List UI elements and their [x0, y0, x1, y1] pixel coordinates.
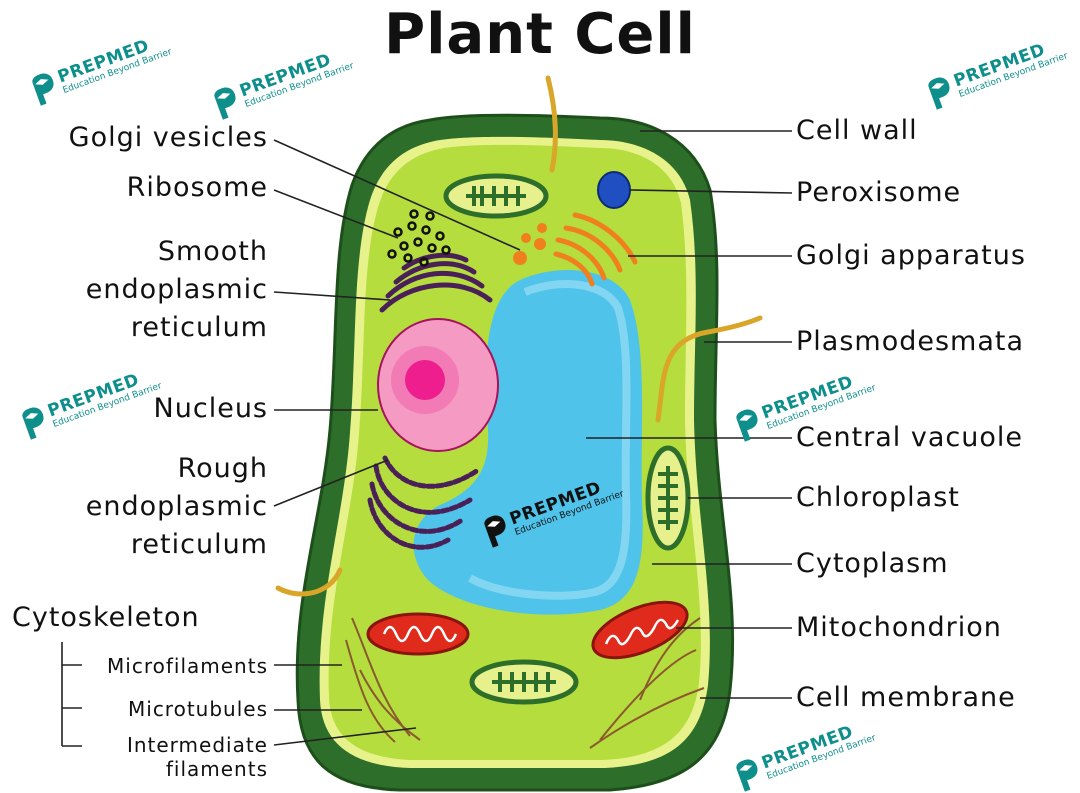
label-cell-wall: Cell wall [796, 115, 918, 146]
chloroplast-right [645, 445, 691, 551]
mitochondrion-left [366, 612, 470, 656]
watermark-logo: PREPMED Education Beyond Barrier [209, 43, 356, 121]
ribosomes [387, 209, 451, 267]
label-smooth-er-line1: Smooth [157, 236, 268, 267]
label-smooth-er-line3: reticulum [130, 312, 268, 343]
label-central-vacuole: Central vacuole [796, 422, 1024, 453]
label-golgi-apparatus: Golgi apparatus [796, 240, 1026, 271]
prepmed-logo-icon [736, 409, 758, 442]
leader-lines [61, 130, 793, 747]
prepmed-logo-icon [484, 515, 506, 548]
label-ribosome: Ribosome [126, 172, 268, 203]
nucleolus [405, 360, 445, 400]
prepmed-logo-icon [736, 759, 758, 792]
chloroplast-top [443, 173, 549, 219]
golgi-vesicles [513, 223, 547, 265]
prepmed-logo-icon [22, 407, 44, 440]
plasmodesmata [275, 75, 763, 597]
page-title: Plant Cell [384, 2, 696, 67]
label-chloroplast: Chloroplast [796, 482, 960, 513]
watermark-logo: PREPMED Education Beyond Barrier [731, 365, 878, 443]
watermark-logo: PREPMED Education Beyond Barrier [27, 29, 174, 107]
chloroplast-bottom [469, 659, 579, 705]
label-nucleus: Nucleus [153, 393, 268, 424]
watermark-logo: PREPMED Education Beyond Barrier [479, 471, 626, 549]
label-plasmodesmata: Plasmodesmata [796, 326, 1025, 357]
watermark-logo: PREPMED Education Beyond Barrier [923, 33, 1070, 111]
label-rough-er-line2: endoplasmic [85, 491, 268, 522]
central-vacuole [413, 269, 643, 615]
smooth-er [379, 252, 493, 313]
label-rough-er-line1: Rough [177, 453, 268, 484]
label-intermediate-line1: Intermediate [126, 733, 268, 757]
label-golgi-vesicles: Golgi vesicles [68, 122, 268, 153]
label-intermediate-line2: filaments [165, 757, 268, 781]
peroxisome [597, 171, 631, 209]
label-smooth-er-line2: endoplasmic [85, 274, 268, 305]
label-cytoplasm: Cytoplasm [796, 548, 949, 579]
label-cell-membrane: Cell membrane [796, 682, 1016, 713]
label-microtubules: Microtubules [128, 697, 268, 721]
mitochondrion-right [591, 600, 689, 660]
watermark-logo: PREPMED Education Beyond Barrier [731, 715, 878, 793]
cytoskeleton-fibers [345, 617, 705, 749]
label-peroxisome: Peroxisome [796, 177, 962, 208]
prepmed-logo-icon [32, 73, 54, 106]
label-cytoskeleton: Cytoskeleton [12, 602, 200, 633]
watermark-logo: PREPMED Education Beyond Barrier [17, 363, 164, 441]
label-mitochondrion: Mitochondrion [796, 612, 1002, 643]
prepmed-logo-icon [214, 87, 236, 120]
rough-er [367, 455, 481, 550]
label-microfilaments: Microfilaments [107, 654, 268, 678]
prepmed-logo-icon [928, 77, 950, 110]
label-rough-er-line3: reticulum [130, 529, 268, 560]
